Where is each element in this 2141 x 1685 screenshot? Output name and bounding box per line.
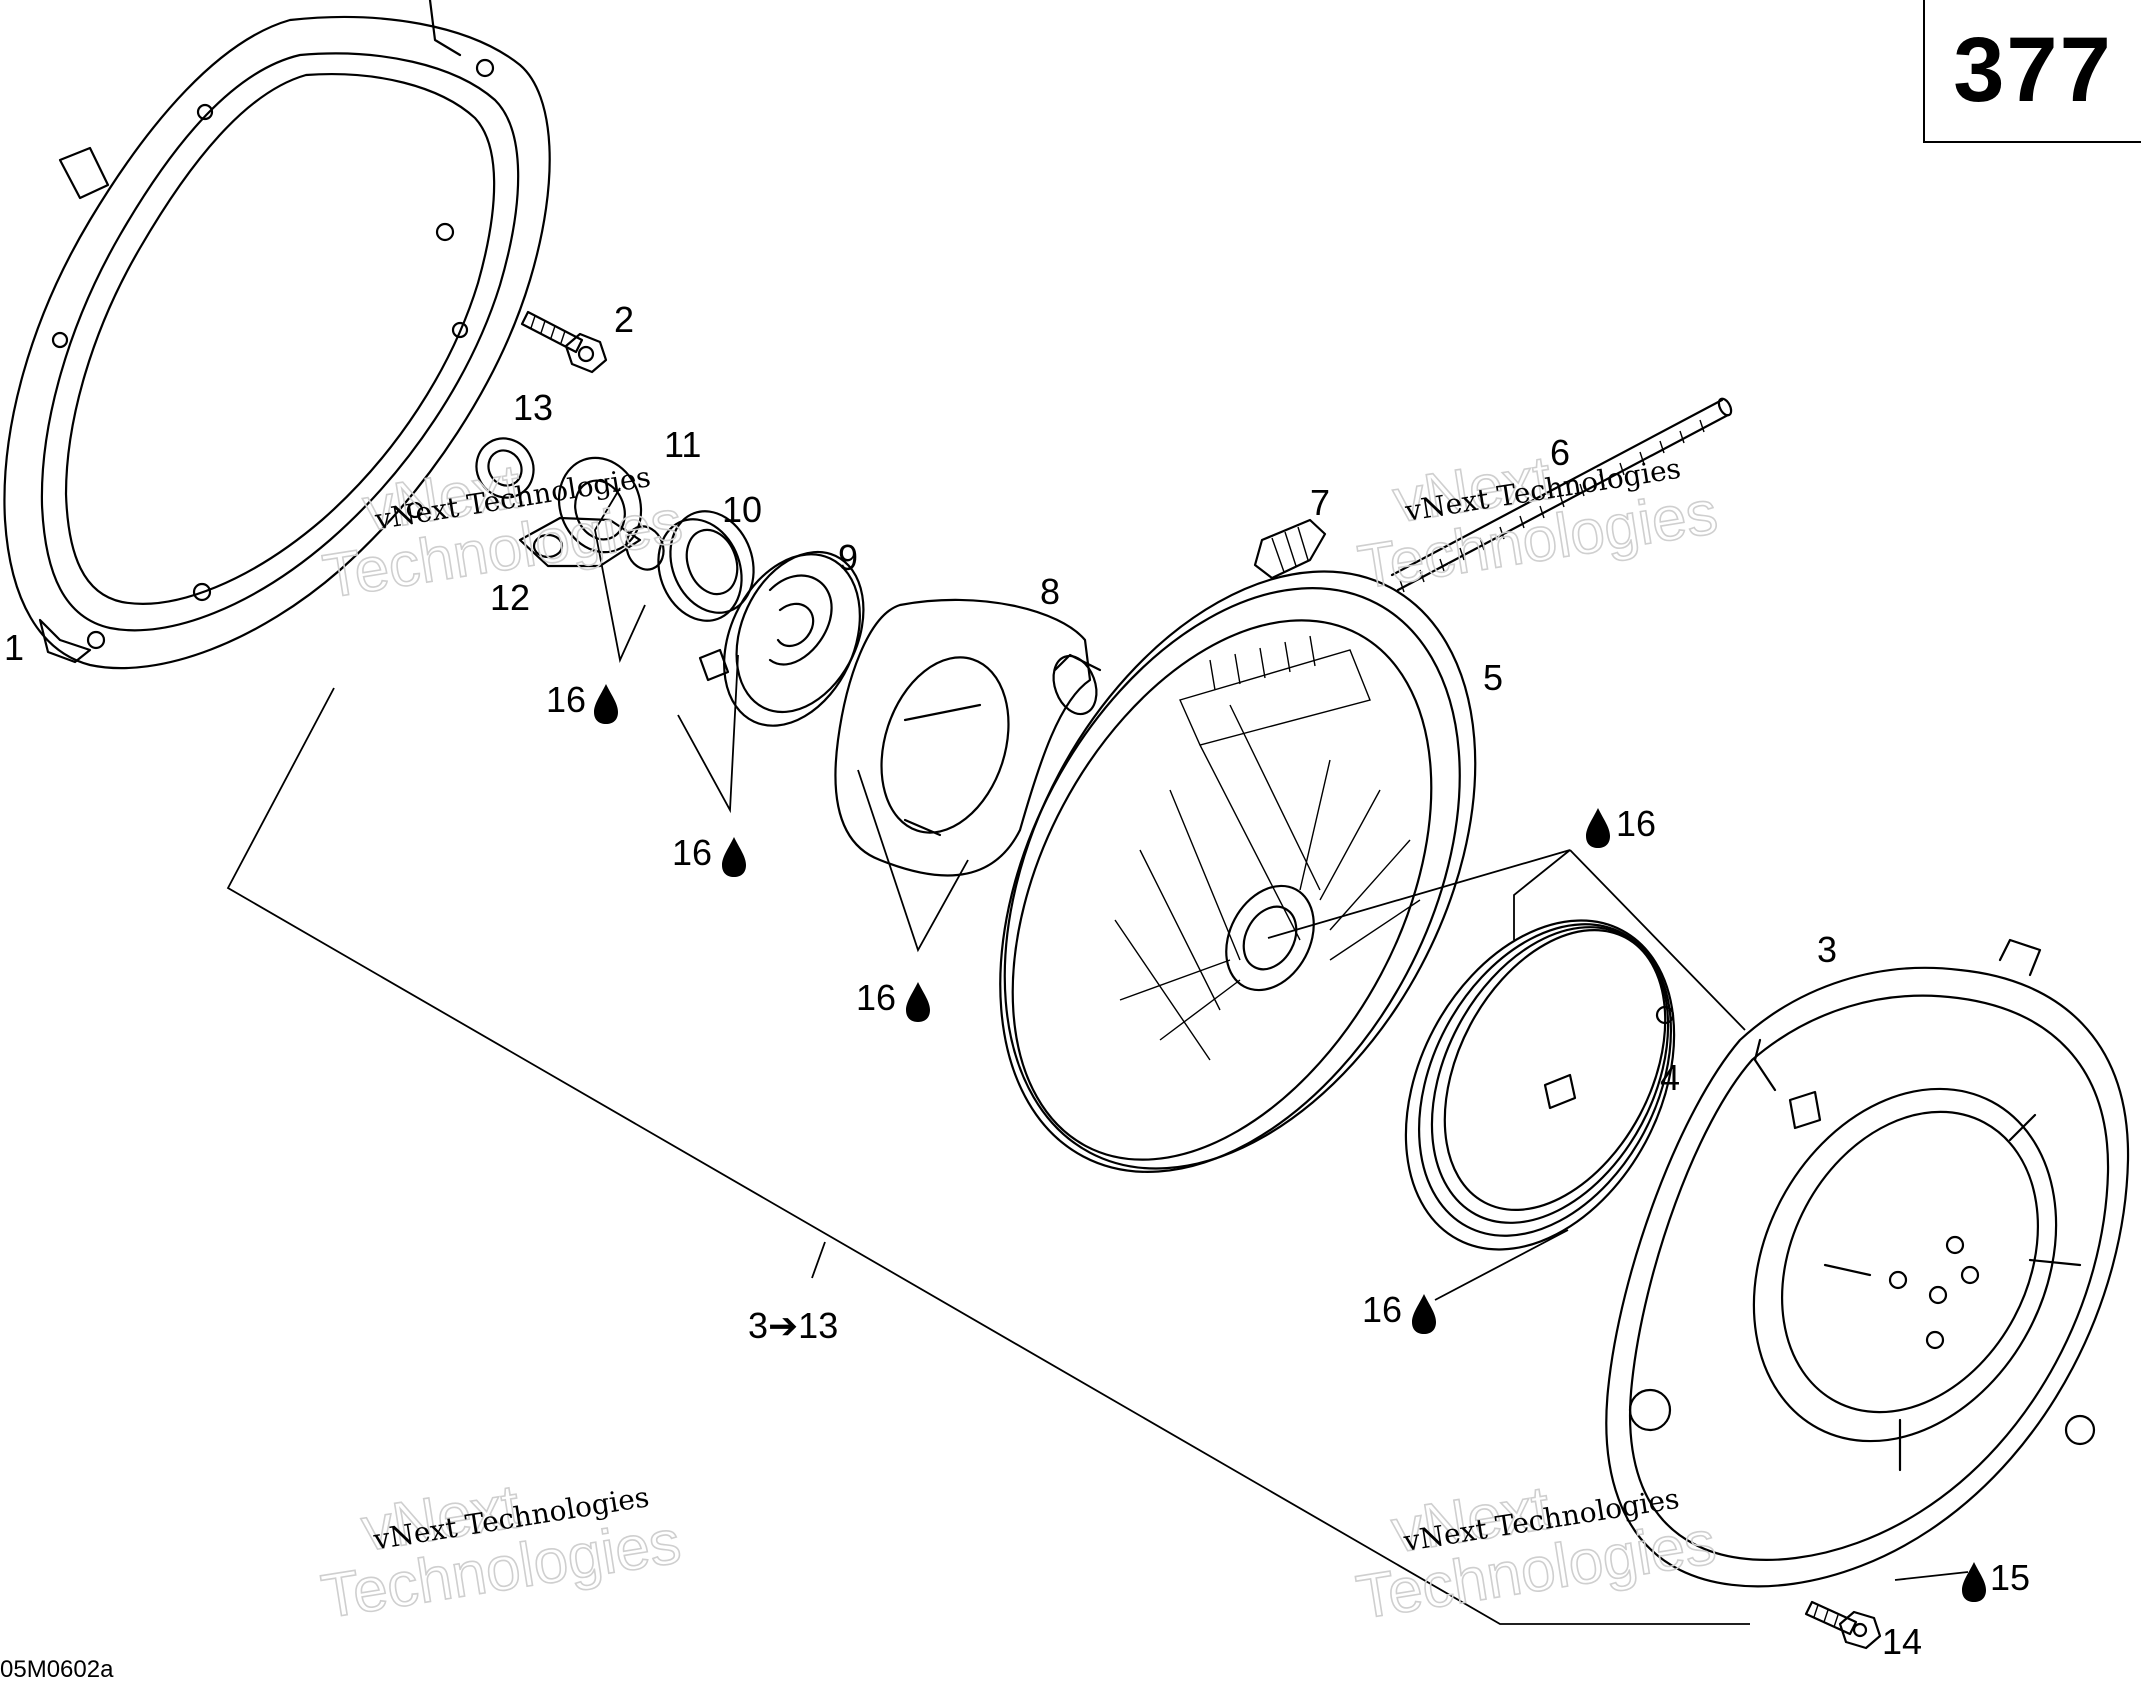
callout-14: 14 [1882,1621,1922,1662]
callout-11: 11 [664,424,701,465]
callout-range: 3➔13 [748,1305,838,1346]
part-6-rope [1390,397,1733,593]
part-1-housing-ring [3,0,551,670]
page-number-box: 377 [1923,0,2141,143]
callout-10: 10 [722,489,762,530]
callout-4: 4 [1660,1057,1680,1098]
page-number: 377 [1953,19,2113,121]
watermark: vNext Technologies vNext Technologies [1353,443,1723,604]
drop-icon [1586,808,1610,848]
callout-6: 6 [1550,432,1570,473]
leader-lines [226,487,1969,1625]
part-13-ring [475,437,535,499]
callout-16: 16 [546,679,586,720]
callout-16: 16 [1616,803,1656,844]
part-9-pawl-plate [698,550,865,727]
drop-icon [1412,1294,1436,1334]
callout-8: 8 [1040,571,1060,612]
callout-15: 15 [1990,1557,2030,1598]
callout-7: 7 [1310,482,1330,523]
drawing-code: 05M0602a [0,1656,114,1680]
watermark: vNext Technologies vNext Technologies [1351,1473,1721,1634]
part-10-bushing [657,510,755,622]
watermark: vNext Technologies vNext Technologies [316,1471,686,1633]
callout-12: 12 [490,577,530,618]
part-3-starter-housing [1605,938,2130,1588]
part-7-pawl [1253,518,1327,580]
part-5-sheave [999,570,1477,1173]
callout-16: 16 [856,977,896,1018]
callout-9: 9 [838,537,858,578]
drop-icon [1962,1562,1986,1602]
callout-16: 16 [1362,1289,1402,1330]
part-4-spring [1404,919,1676,1251]
callout-3: 3 [1817,929,1837,970]
callout-5: 5 [1483,657,1503,698]
drop-icon [594,684,618,724]
drop-icon [906,982,930,1022]
lubricant-drop-icons [594,684,1986,1602]
part-14-screw [1804,1600,1882,1650]
callout-2: 2 [614,299,634,340]
callout-1: 1 [4,627,24,668]
drop-icon [722,837,746,877]
callout-13: 13 [513,387,553,428]
part-12-washer [518,516,642,568]
part-8-guide [834,598,1102,877]
part-2-bolt [520,310,608,374]
callout-labels: 1 2 13 11 10 12 9 8 7 6 5 3 4 14 15 3➔13… [4,299,2030,1662]
callout-16: 16 [672,832,712,873]
